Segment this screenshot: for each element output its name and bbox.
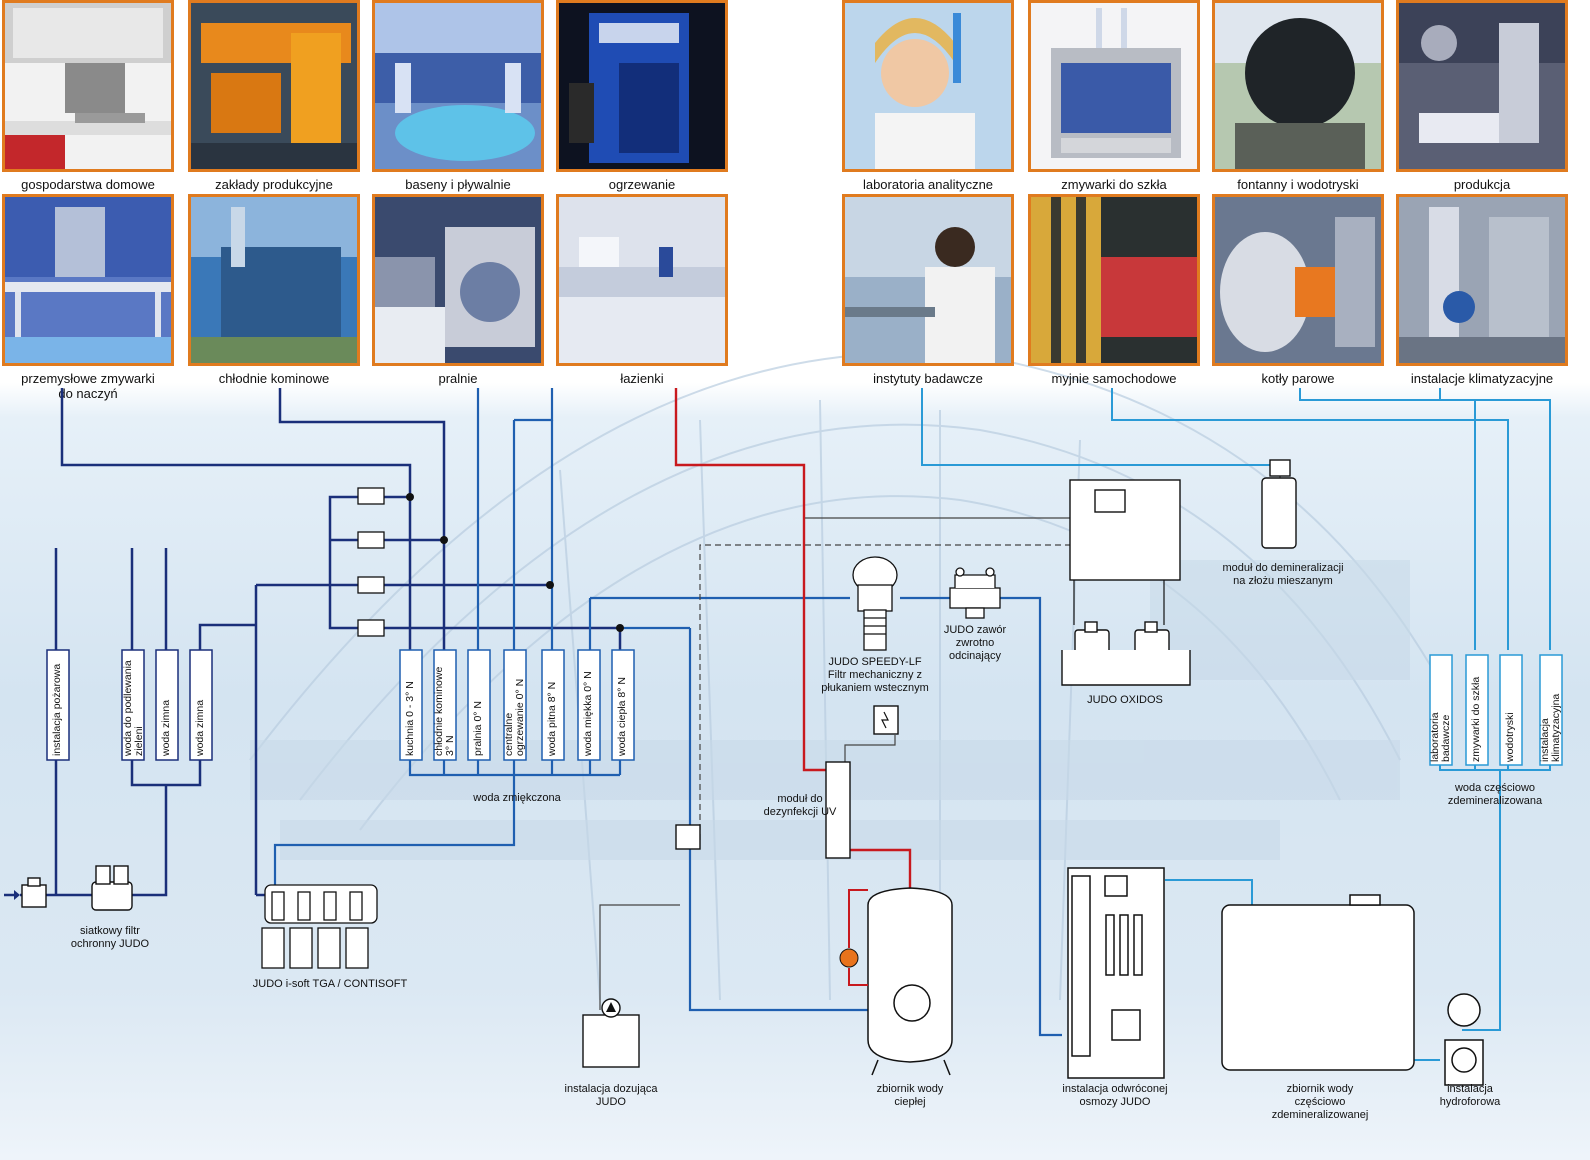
photo-steam-boilers [1212, 194, 1384, 366]
col-air-conditioning: instalacja klimatyzacyjna [1539, 693, 1562, 762]
label-speedy: JUDO SPEEDY-LF Filtr mechaniczny z płuka… [821, 656, 929, 694]
photo-bathrooms [556, 194, 728, 366]
caption-pools: baseny i pływalnie [405, 177, 511, 192]
caption-production-plants: zakłady produkcyjne [215, 177, 333, 192]
caption-dishwashers: przemysłowe zmywarki do naczyń [21, 371, 155, 401]
caption-glass-washers: zmywarki do szkła [1061, 177, 1167, 192]
photo-households [2, 0, 174, 172]
photo-glass-washers [1028, 0, 1200, 172]
caption-steam-boilers: kotły parowe [1261, 371, 1335, 386]
caption-laundries: pralnie [438, 371, 478, 386]
col-watering: woda do podlewania zieleni [122, 660, 145, 756]
photo-production-plants [188, 0, 360, 172]
col-research-labs: laboratoria badawcze [1429, 712, 1452, 762]
label-demin-module: moduł do demineralizacji na złożu miesza… [1222, 562, 1344, 587]
photo-air-conditioning [1396, 194, 1568, 366]
caption-fountains: fontanny i wodotryski [1237, 177, 1359, 192]
photo-research-institutes [842, 194, 1014, 366]
label-oxidos: JUDO OXIDOS [1087, 694, 1163, 706]
label-valve: JUDO zawór zwrotno odcinający [943, 624, 1007, 662]
caption-bathrooms: łazienki [620, 371, 664, 386]
label-ro: instalacja odwróconej osmozy JUDO [1062, 1083, 1168, 1108]
label-dosing: instalacja dozująca JUDO [564, 1083, 658, 1108]
col-drinking-water: woda pitna 8° N [546, 681, 558, 756]
caption-research-institutes: instytuty badawcze [873, 371, 983, 386]
col-soft-water: woda miękka 0° N [582, 671, 594, 756]
col-central-heating: centralne ogrzewanie 0° N [503, 678, 526, 756]
label-demin-tank: zbiornik wody częściowo zdemineralizowan… [1271, 1083, 1369, 1121]
col-glass-washers: zmywarki do szkła [1470, 676, 1482, 762]
col-cold-water-1: woda zimna [160, 699, 172, 756]
photo-fountains [1212, 0, 1384, 172]
photo-pools [372, 0, 544, 172]
caption-heating: ogrzewanie [608, 177, 676, 192]
label-isoft: JUDO i-soft TGA / CONTISOFT [252, 978, 408, 990]
caption-car-washes: myjnie samochodowe [1051, 371, 1177, 386]
photo-analytical-labs [842, 0, 1014, 172]
col-kitchen: kuchnia 0 - 3° N [404, 681, 416, 756]
caption-air-conditioning: instalacje klimatyzacyjne [1410, 371, 1554, 386]
label-uv-module: moduł do dezynfekcji UV [763, 793, 837, 818]
label-booster: instalacja hydroforowa [1439, 1083, 1501, 1108]
col-cooling-towers: chłodnie kominowe 3° N [433, 666, 456, 756]
photo-production [1396, 0, 1568, 172]
caption-production: produkcja [1453, 177, 1511, 192]
photo-cooling-towers [188, 194, 360, 366]
caption-cooling-towers: chłodnie kominowe [218, 371, 330, 386]
photo-laundries [372, 194, 544, 366]
label-soft-water: woda zmiękczona [473, 792, 561, 804]
col-fire-installation: instalacja pożarowa [51, 663, 63, 756]
col-laundry: pralnia 0° N [472, 701, 484, 756]
photo-heating [556, 0, 728, 172]
photo-dishwashers [2, 194, 174, 366]
col-fountains: wodotryski [1504, 712, 1516, 762]
label-hot-tank: zbiornik wody ciepłej [876, 1083, 944, 1108]
photo-car-washes [1028, 194, 1200, 366]
caption-households: gospodarstwa domowe [21, 177, 155, 192]
caption-analytical-labs: laboratoria analityczne [862, 177, 994, 192]
col-warm-water: woda ciepła 8° N [616, 677, 628, 756]
label-partial-demin: woda częściowo zdemineralizowana [1447, 782, 1543, 807]
label-mesh-filter: siatkowy filtr ochronny JUDO [70, 925, 150, 950]
col-cold-water-2: woda zimna [194, 699, 206, 756]
